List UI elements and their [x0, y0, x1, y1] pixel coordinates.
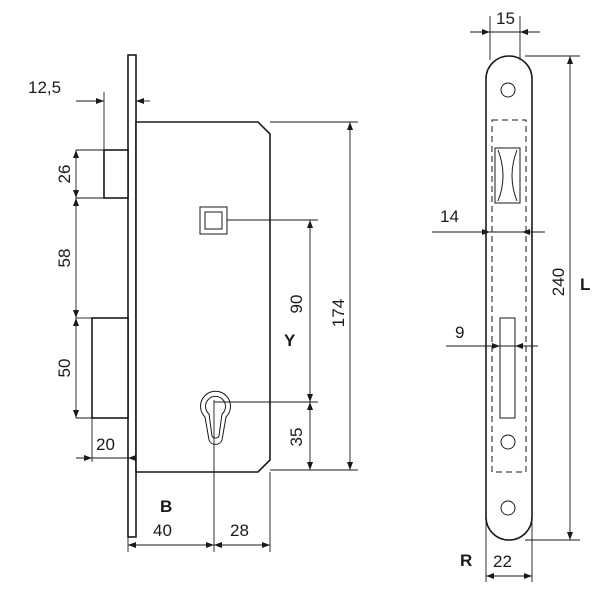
spindle-hub-inner	[204, 211, 223, 230]
label-y: Y	[284, 331, 296, 350]
spindle-hub-outer	[199, 206, 228, 235]
label-20: 20	[96, 435, 115, 454]
screw-hole-middle	[500, 434, 516, 450]
latch-roller	[497, 149, 518, 202]
faceplate-hidden-body	[491, 119, 527, 473]
label-r: R	[460, 551, 472, 570]
dead-bolt	[91, 317, 129, 419]
label-26: 26	[55, 165, 74, 184]
label-174: 174	[329, 299, 348, 327]
latch-bolt	[103, 149, 129, 199]
label-b: B	[160, 497, 172, 516]
label-22: 22	[493, 552, 512, 571]
label-90: 90	[287, 295, 306, 314]
latch-window	[494, 147, 521, 204]
label-240: 240	[549, 268, 568, 296]
forend-plate	[127, 54, 137, 538]
label-15: 15	[496, 9, 515, 28]
label-14: 14	[440, 207, 459, 226]
lock-case	[135, 121, 271, 473]
label-40: 40	[153, 521, 172, 540]
screw-hole-top	[500, 82, 516, 98]
cylinder-keyhole-inner	[205, 395, 226, 439]
label-50: 50	[55, 359, 74, 378]
label-9: 9	[455, 323, 464, 342]
label-l: L	[580, 275, 590, 294]
label-28: 28	[230, 521, 249, 540]
label-58: 58	[55, 249, 74, 268]
screw-hole-bottom	[500, 500, 516, 516]
faceplate	[485, 55, 533, 541]
label-12-5: 12,5	[28, 78, 61, 97]
label-35: 35	[287, 428, 306, 447]
deadbolt-slot	[499, 317, 516, 419]
